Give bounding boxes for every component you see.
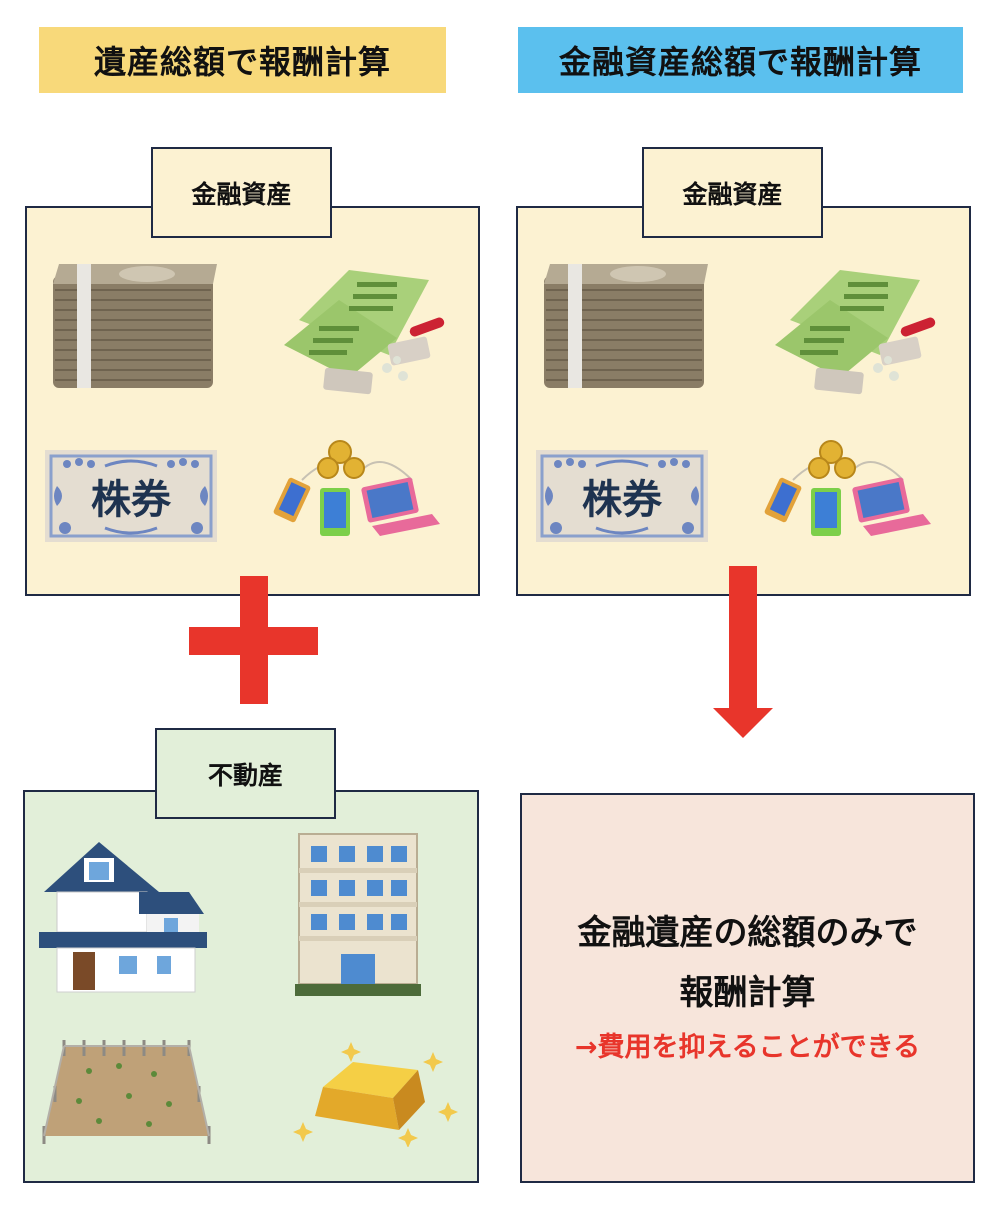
- conclusion-note: →費用を抑えることができる: [574, 1032, 921, 1063]
- down-arrow-icon: [713, 566, 773, 738]
- stock-certificate-text: 株券: [91, 477, 171, 523]
- fenced-land-icon: [39, 1036, 214, 1146]
- stock-certificate-icon: 株券: [45, 450, 217, 542]
- stock-certificate-icon: 株券: [536, 450, 708, 542]
- plus-icon: [189, 576, 318, 704]
- stock-certificate-text: 株券: [582, 477, 662, 523]
- real-estate-tab: 不動産: [155, 728, 336, 819]
- online-assets-icon: [272, 440, 442, 545]
- conclusion-box: 金融遺産の総額のみで 報酬計算 →費用を抑えることができる: [520, 793, 975, 1183]
- cash-stack-icon: [540, 256, 710, 391]
- bankbook-icon: [770, 260, 940, 395]
- apartment-building-icon: [293, 828, 423, 1003]
- bankbook-icon: [279, 260, 449, 395]
- right-financial-assets-box: 株券: [516, 206, 971, 596]
- conclusion-line-1: 金融遺産の総額のみで: [577, 913, 918, 953]
- online-assets-icon: [763, 440, 933, 545]
- left-financial-assets-box: 株券: [25, 206, 480, 596]
- house-icon: [39, 834, 209, 994]
- right-financial-assets-tab: 金融資産: [642, 147, 823, 238]
- left-heading: 遺産総額で報酬計算: [39, 27, 446, 93]
- real-estate-box: [23, 790, 479, 1183]
- conclusion-line-2: 報酬計算: [679, 973, 816, 1013]
- left-financial-assets-tab: 金融資産: [151, 147, 332, 238]
- cash-stack-icon: [49, 256, 219, 391]
- right-heading: 金融資産総額で報酬計算: [518, 27, 963, 93]
- gold-bar-icon: [293, 1032, 463, 1147]
